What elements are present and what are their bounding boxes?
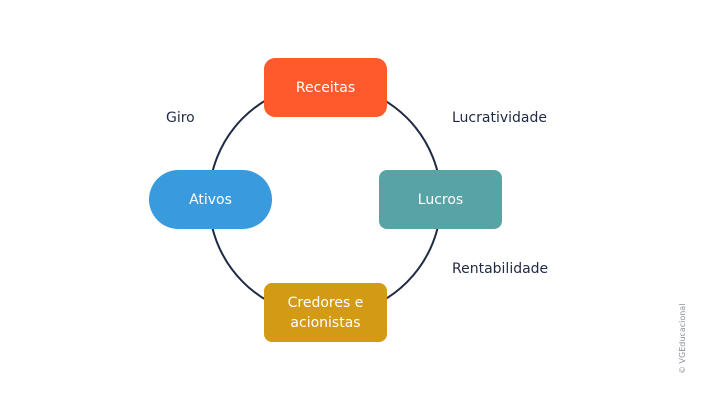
edge-label-giro: Giro [166,110,195,126]
node-credores-label-line1: Credores e [287,294,364,311]
edge-label-lucratividade: Lucratividade [452,110,547,126]
node-credores-acionistas: Credores e acionistas [264,283,387,342]
node-lucros: Lucros [379,170,502,229]
node-credores-label-line2: acionistas [290,314,361,331]
edge-label-rentabilidade: Rentabilidade [452,261,549,277]
watermark: © VGEducacional [678,303,687,374]
node-receitas-label: Receitas [295,79,356,96]
node-lucros-label: Lucros [417,191,464,208]
node-ativos: Ativos [149,170,272,229]
node-ativos-label: Ativos [189,191,232,208]
node-receitas: Receitas [264,58,387,117]
